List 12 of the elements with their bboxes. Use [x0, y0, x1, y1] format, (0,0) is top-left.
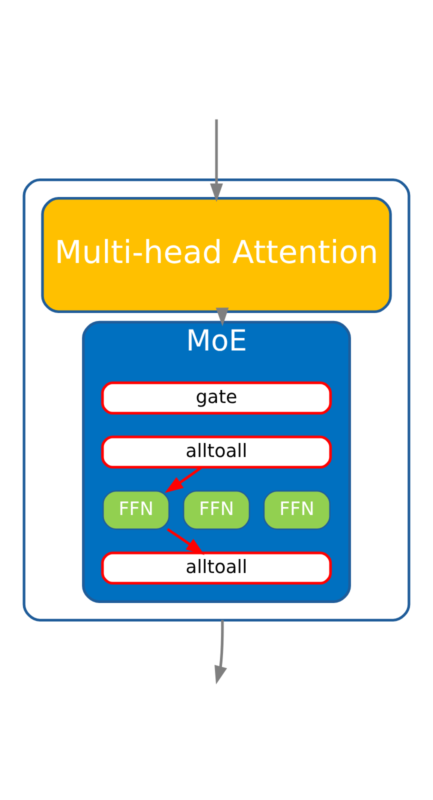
node-box: gate: [101, 382, 332, 414]
node-box: alltoall: [101, 552, 332, 585]
node-box: FFN: [263, 490, 331, 530]
arrow: [166, 528, 204, 555]
arrow: [214, 620, 228, 684]
node-box: FFN: [182, 490, 250, 530]
arrow: [164, 466, 202, 493]
node-box: alltoall: [101, 436, 332, 469]
arrow: [210, 119, 223, 202]
cluster: [22, 178, 410, 622]
arrow: [216, 308, 229, 326]
node-box: FFN: [102, 490, 170, 530]
